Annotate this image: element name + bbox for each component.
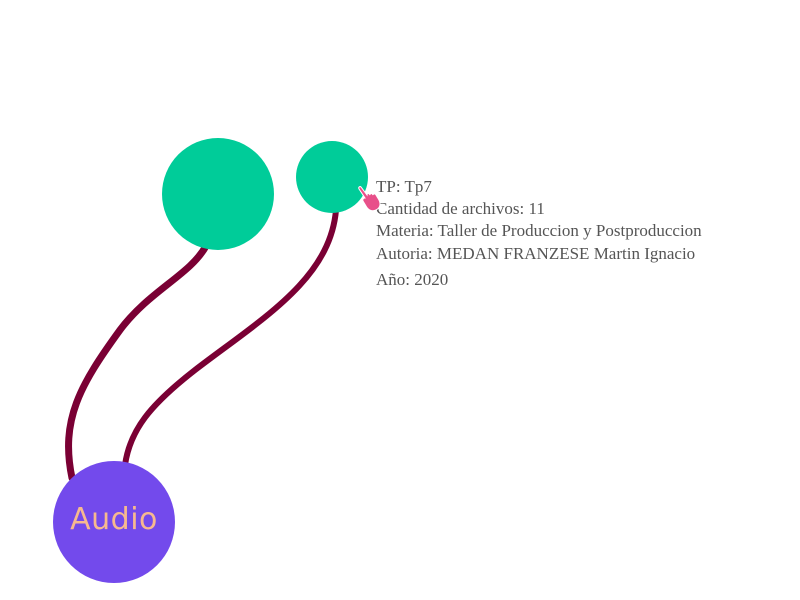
hub-node-audio[interactable] <box>53 461 175 583</box>
node-small[interactable] <box>296 141 368 213</box>
info-autoria: Autoria: MEDAN FRANZESE Martin Ignacio <box>376 244 696 263</box>
info-materia: Materia: Taller de Produccion y Postprod… <box>376 221 702 240</box>
hand-pointer-icon <box>358 186 381 212</box>
node-large[interactable] <box>162 138 274 250</box>
link-large-to-audio <box>65 242 210 482</box>
link-small-to-audio <box>122 207 339 468</box>
info-archivos: Cantidad de archivos: 11 <box>376 199 545 218</box>
info-anio: Año: 2020 <box>376 270 449 289</box>
info-tooltip: TP: Tp7 Cantidad de archivos: 11 Materia… <box>376 176 702 291</box>
info-tp: TP: Tp7 <box>376 177 432 196</box>
